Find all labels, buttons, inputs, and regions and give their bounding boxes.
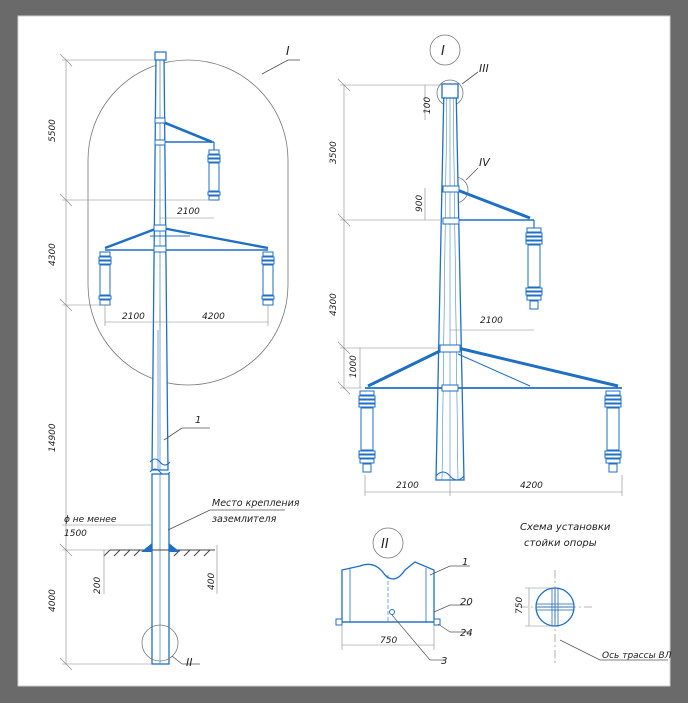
note-axis: Ось трассы ВЛ (602, 651, 672, 661)
dim-4200-right: 4200 (520, 481, 543, 491)
note-scheme-2: стойки опоры (524, 538, 597, 549)
dim-100: 100 (423, 97, 433, 114)
dim-4300-left: 4300 (48, 243, 58, 266)
dim-1500: 1500 (64, 529, 87, 539)
dim-1000: 1000 (349, 355, 359, 378)
callout-i-circle-label: I (441, 44, 445, 59)
left-pole-view (59, 51, 300, 671)
insulator-right-lower-b (604, 390, 622, 473)
callout-ii-pole-label: II (186, 656, 193, 669)
callout-outline-i (87, 59, 289, 386)
callout-i-label: I (286, 44, 290, 58)
insulator-right-lower-a (358, 390, 376, 473)
paper-border (17, 15, 671, 687)
dim-4000: 4000 (48, 589, 58, 612)
right-dimension-lines (337, 78, 623, 496)
dim-2100-bot-left: 2100 (122, 312, 145, 322)
insulator-right-upper (525, 220, 543, 310)
note-ground-2: заземлителя (212, 514, 277, 525)
upper-brace (157, 118, 213, 144)
insulator-lower-left-b (261, 251, 275, 306)
right-lower-crossarm (365, 344, 622, 392)
ref-1-detail: 1 (462, 557, 468, 568)
note-ground-1: Место крепления (212, 498, 300, 509)
insulator-upper-left-pole (207, 142, 221, 201)
right-upper-brace (451, 186, 531, 220)
dim-2100-top-left: 2100 (177, 207, 200, 217)
dim-2100-mid-right: 2100 (480, 316, 503, 326)
dim-900: 900 (415, 195, 425, 212)
ref-1-pole: 1 (195, 415, 201, 426)
dim-2100-bot-right: 2100 (396, 481, 419, 491)
ref-3: 3 (441, 656, 447, 667)
dim-5500: 5500 (48, 119, 58, 142)
lower-crossarm-left (104, 224, 269, 253)
dim-750-detail: 750 (380, 636, 397, 646)
dim-400: 400 (207, 573, 217, 590)
note-scheme-1: Схема установки (520, 522, 611, 533)
right-pole-view (337, 34, 623, 496)
dim-3500: 3500 (329, 141, 339, 164)
labels: I I III IV II II 1 1 20 24 3 5500 4300 1… (48, 44, 672, 669)
installation-scheme (520, 570, 668, 665)
pole-shaft-lower (151, 473, 170, 665)
dim-14900: 14900 (48, 423, 58, 452)
dim-4200-left: 4200 (202, 312, 225, 322)
pole-base-section (341, 561, 435, 623)
dim-200: 200 (93, 577, 103, 594)
callout-iv-label: IV (479, 156, 491, 169)
detail-ii (335, 527, 470, 661)
ref-24: 24 (460, 628, 473, 639)
callout-ii-circle-label: II (381, 537, 389, 552)
left-dimension-lines (59, 53, 269, 671)
callout-iii-label: III (479, 62, 489, 75)
dim-min-dia: ϕ не менее (64, 515, 117, 525)
insulator-lower-left-a (98, 251, 112, 306)
ref-20: 20 (460, 597, 473, 608)
dim-4300-right: 4300 (329, 293, 339, 316)
dim-750-scheme: 750 (515, 597, 525, 614)
